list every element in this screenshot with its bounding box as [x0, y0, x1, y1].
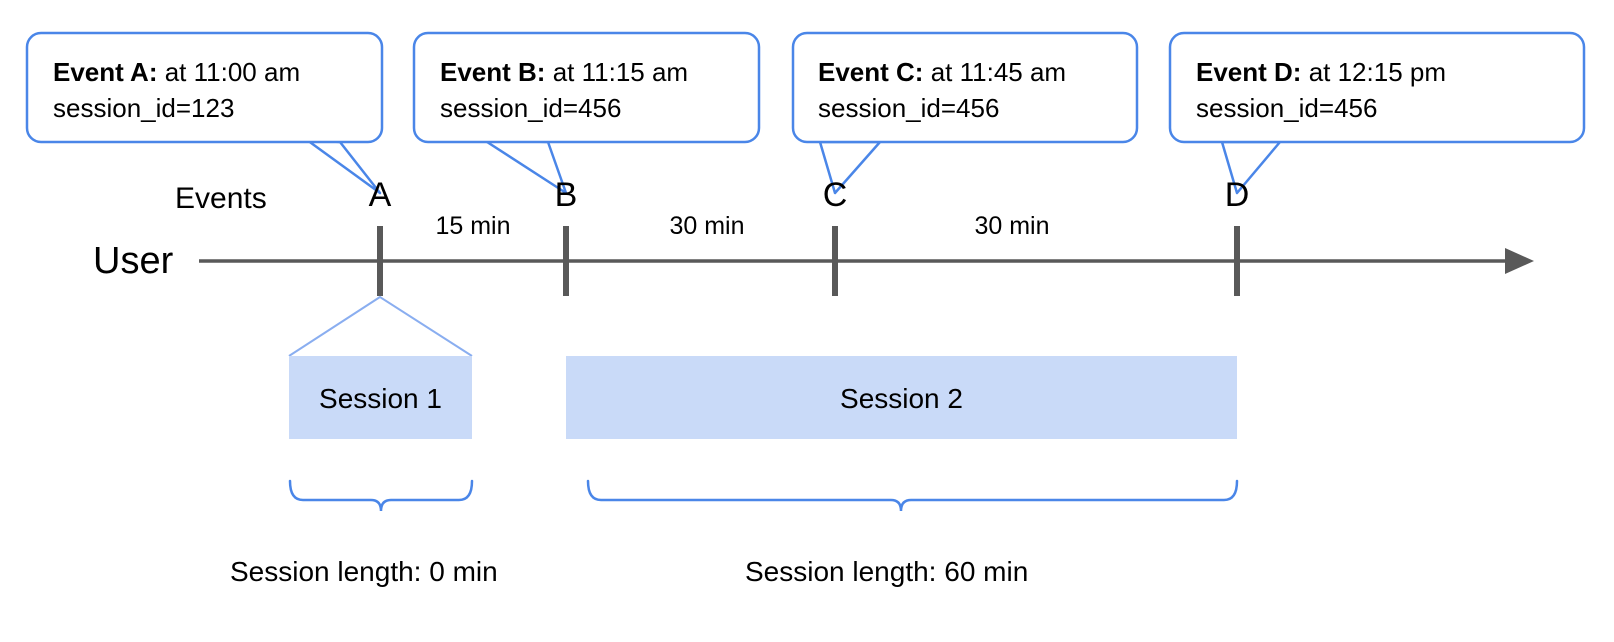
callout-a-session: session_id=123	[53, 93, 235, 123]
callout-d-time: at 12:15 pm	[1301, 57, 1447, 87]
session-1-length-label: Session length: 0 min	[230, 556, 498, 587]
event-marker-label-a: A	[368, 176, 392, 214]
callout-d-text: Event D: at 12:15 pm session_id=456	[1196, 54, 1446, 126]
session-2-bar	[566, 356, 1237, 439]
callout-b-title: Event B:	[440, 57, 546, 87]
callout-c-title: Event C:	[818, 57, 924, 87]
timeline-axis	[199, 248, 1534, 274]
callout-a-title: Event A:	[53, 57, 158, 87]
interval-label-cd: 30 min	[974, 212, 1050, 240]
callout-d-shape	[1168, 31, 1586, 195]
event-marker-label-d: D	[1224, 176, 1250, 214]
callout-b-shape	[412, 31, 761, 195]
session-1-label: Session 1	[319, 383, 442, 414]
session-1-bar	[289, 356, 472, 439]
session-1-brace	[288, 479, 474, 512]
user-lane-label: User	[93, 240, 174, 282]
callout-a-text: Event A: at 11:00 am session_id=123	[53, 54, 300, 126]
events-lane-label: Events	[175, 182, 267, 215]
callout-c-time: at 11:45 am	[923, 57, 1067, 87]
callout-b-session: session_id=456	[440, 93, 622, 123]
interval-label-bc: 30 min	[669, 212, 745, 240]
session-2-brace	[586, 479, 1239, 512]
callout-c-session: session_id=456	[818, 93, 1000, 123]
session-2-label: Session 2	[840, 383, 963, 414]
callout-b-text: Event B: at 11:15 am session_id=456	[440, 54, 688, 126]
event-marker-label-b: B	[554, 176, 578, 214]
callout-c-text: Event C: at 11:45 am session_id=456	[818, 54, 1066, 126]
callout-a-shape	[25, 31, 384, 195]
event-marker-label-c: C	[822, 176, 848, 214]
callout-d-title: Event D:	[1196, 57, 1302, 87]
callout-a-time: at 11:00 am	[157, 57, 301, 87]
callout-b-time: at 11:15 am	[545, 57, 689, 87]
callout-c-shape	[791, 31, 1139, 195]
interval-label-ab: 15 min	[435, 212, 511, 240]
session-2-length-label: Session length: 60 min	[745, 556, 1029, 587]
callout-d-session: session_id=456	[1196, 93, 1378, 123]
session-1-connector	[288, 295, 473, 357]
